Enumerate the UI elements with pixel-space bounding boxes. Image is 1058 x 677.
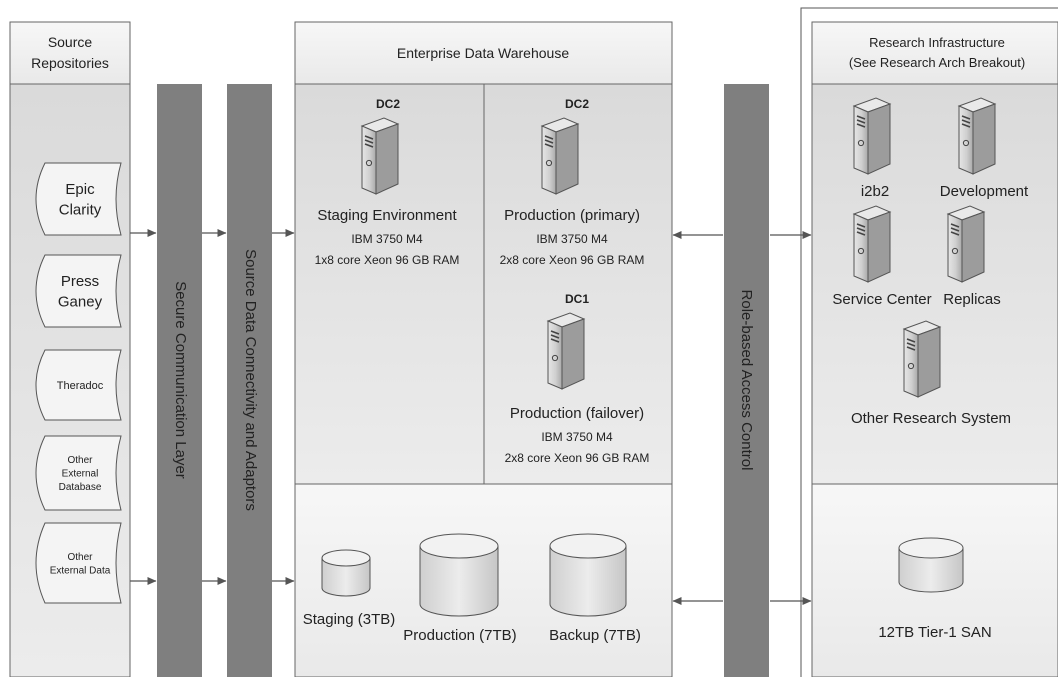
- connector-arrows: [130, 229, 812, 605]
- service-center-label: Service Center: [832, 291, 931, 308]
- server-icon: [361, 117, 399, 195]
- failover-name: Production (failover): [510, 405, 644, 422]
- server-icon: [903, 320, 941, 398]
- secure-communication-layer: Secure Communication Layer: [157, 84, 202, 677]
- edw-storage: Staging (3TB) Production (7TB) Backup (7…: [303, 533, 641, 644]
- production-failover-server: DC1 Production (failover) IBM 3750 M4 2x…: [505, 292, 650, 465]
- research-server-i2b2: i2b2: [853, 97, 891, 200]
- production-storage-cylinder-icon: [419, 533, 499, 617]
- server-icon: [547, 312, 585, 390]
- staging-storage-label: Staging (3TB): [303, 611, 396, 628]
- research-san-storage: 12TB Tier-1 SAN: [878, 537, 992, 641]
- staging-model: IBM 3750 M4: [351, 232, 423, 246]
- server-icon: [947, 205, 985, 283]
- role-based-access-control-bar: Role-based Access Control: [724, 84, 769, 677]
- research-title-line-2: (See Research Arch Breakout): [849, 55, 1025, 70]
- san-label: 12TB Tier-1 SAN: [878, 624, 991, 641]
- server-icon: [853, 97, 891, 175]
- source-item-label: Database: [59, 482, 102, 493]
- source-item-label: External: [62, 469, 99, 480]
- data-store-shape: [35, 254, 122, 328]
- san-cylinder-icon: [898, 537, 964, 593]
- source-item-label: Other: [67, 552, 93, 563]
- access-control-label: Role-based Access Control: [738, 290, 755, 471]
- edw-title: Enterprise Data Warehouse: [397, 45, 569, 61]
- source-item-label: Epic: [65, 181, 95, 198]
- server-icon: [853, 205, 891, 283]
- research-server-service-center: Service Center: [832, 205, 932, 308]
- failover-model: IBM 3750 M4: [541, 430, 613, 444]
- production-primary-server: DC2 Production (primary) IBM 3750 M4 2x8…: [500, 97, 645, 267]
- primary-model: IBM 3750 M4: [536, 232, 608, 246]
- primary-spec: 2x8 core Xeon 96 GB RAM: [500, 253, 645, 267]
- adaptors-label: Source Data Connectivity and Adaptors: [242, 249, 259, 511]
- i2b2-label: i2b2: [861, 183, 889, 200]
- data-store-shape: [35, 349, 122, 421]
- primary-name: Production (primary): [504, 207, 640, 224]
- server-icon: [958, 97, 996, 175]
- data-store-shape: [35, 435, 122, 511]
- other-research-label: Other Research System: [851, 410, 1011, 427]
- source-title-line-2: Repositories: [31, 55, 109, 71]
- research-infrastructure-panel: Research Infrastructure (See Research Ar…: [800, 7, 1058, 677]
- staging-dc-label: DC2: [376, 97, 400, 111]
- replicas-label: Replicas: [943, 291, 1001, 308]
- failover-spec: 2x8 core Xeon 96 GB RAM: [505, 451, 650, 465]
- source-title-line-1: Source: [48, 34, 93, 50]
- secure-layer-label: Secure Communication Layer: [172, 281, 189, 479]
- backup-storage-label: Backup (7TB): [549, 627, 641, 644]
- research-server-development: Development: [940, 97, 1029, 200]
- source-item-label: Ganey: [58, 293, 103, 310]
- primary-dc-label: DC2: [565, 97, 589, 111]
- source-repository-item: Theradoc: [35, 349, 122, 421]
- server-icon: [541, 117, 579, 195]
- data-store-shape: [35, 522, 122, 604]
- source-data-connectivity-bar: Source Data Connectivity and Adaptors: [227, 84, 272, 677]
- research-server-other: Other Research System: [851, 320, 1011, 427]
- development-label: Development: [940, 183, 1029, 200]
- source-item-label: Clarity: [59, 201, 102, 218]
- failover-dc-label: DC1: [565, 292, 589, 306]
- source-item-label: Press: [61, 273, 99, 290]
- staging-environment-server: DC2 Staging Environment IBM 3750 M4 1x8 …: [315, 97, 460, 267]
- production-storage-label: Production (7TB): [403, 627, 516, 644]
- source-item-label: Theradoc: [57, 380, 104, 392]
- staging-spec: 1x8 core Xeon 96 GB RAM: [315, 253, 460, 267]
- source-item-label: Other: [67, 455, 93, 466]
- source-item-label: External Data: [50, 565, 111, 576]
- data-store-shape: [35, 162, 122, 236]
- staging-storage-cylinder-icon: [321, 549, 371, 597]
- source-items: EpicClarityPressGaneyTheradocOtherExtern…: [35, 162, 122, 604]
- research-server-replicas: Replicas: [943, 205, 1001, 308]
- staging-name: Staging Environment: [317, 207, 457, 224]
- research-title-line-1: Research Infrastructure: [869, 35, 1005, 50]
- enterprise-data-warehouse-panel: Enterprise Data Warehouse: [294, 21, 673, 677]
- backup-storage-cylinder-icon: [549, 533, 627, 617]
